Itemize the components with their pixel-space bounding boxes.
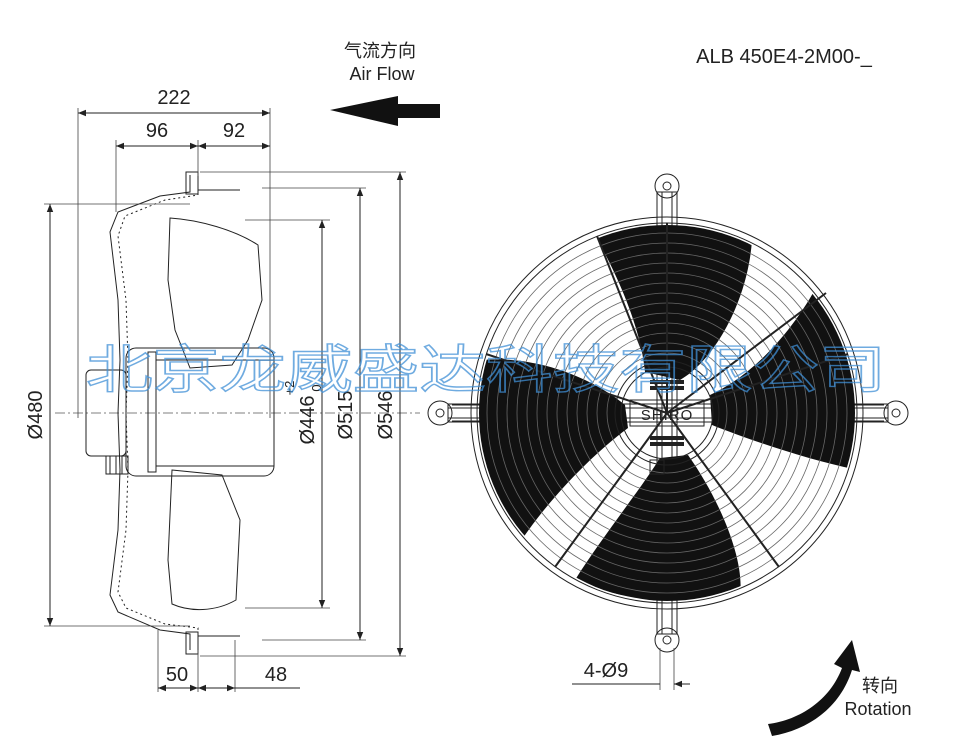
dim-overall-depth: 222 (157, 87, 190, 109)
rotation-arrow-icon (768, 640, 860, 736)
hub-brand-label: SHIRO (641, 407, 694, 424)
dim-mount-holes: 4-Ø9 (584, 660, 628, 682)
side-view: 222 96 92 50 48 Ø480 Ø446 +2 0 Ø515 Ø546 (25, 87, 420, 692)
blade-4 (479, 359, 628, 550)
housing-outline (109, 175, 191, 650)
rotation-indicator: 转向 Rotation (768, 640, 912, 736)
dim-depth-front: 96 (146, 120, 168, 142)
airflow-arrow-icon (330, 96, 440, 126)
dim-dia-446-tol-lower: 0 (309, 384, 324, 391)
model-number: ALB 450E4-2M00-_ (696, 46, 873, 68)
cable-gland (105, 455, 129, 475)
watermark-text: 北京龙威盛达科技有限公司 (86, 341, 886, 401)
rotation-label-cn: 转向 (862, 676, 898, 696)
dim-flange-left: 50 (166, 664, 188, 686)
side-blade-lower (167, 469, 241, 611)
dim-dia-546: Ø546 (375, 391, 397, 440)
side-blade-upper (167, 217, 263, 369)
front-view: SHIRO 4-Ø9 (427, 173, 909, 690)
mounting-ears (427, 173, 909, 653)
dim-dia-446: Ø446 (297, 396, 319, 445)
airflow-label-cn: 气流方向 (344, 41, 416, 61)
dim-flange-right: 48 (265, 664, 287, 686)
dim-dia-480: Ø480 (25, 391, 47, 440)
rotation-label-en: Rotation (844, 699, 911, 719)
blade-1 (595, 225, 752, 380)
airflow-label-en: Air Flow (349, 64, 415, 84)
dim-dia-515: Ø515 (335, 391, 357, 440)
hub (614, 360, 720, 466)
airflow-indicator: 气流方向 Air Flow (330, 41, 440, 126)
dim-depth-rear: 92 (223, 120, 245, 142)
dim-dia-446-tol-upper: +2 (282, 381, 297, 396)
blade-3 (575, 455, 741, 601)
